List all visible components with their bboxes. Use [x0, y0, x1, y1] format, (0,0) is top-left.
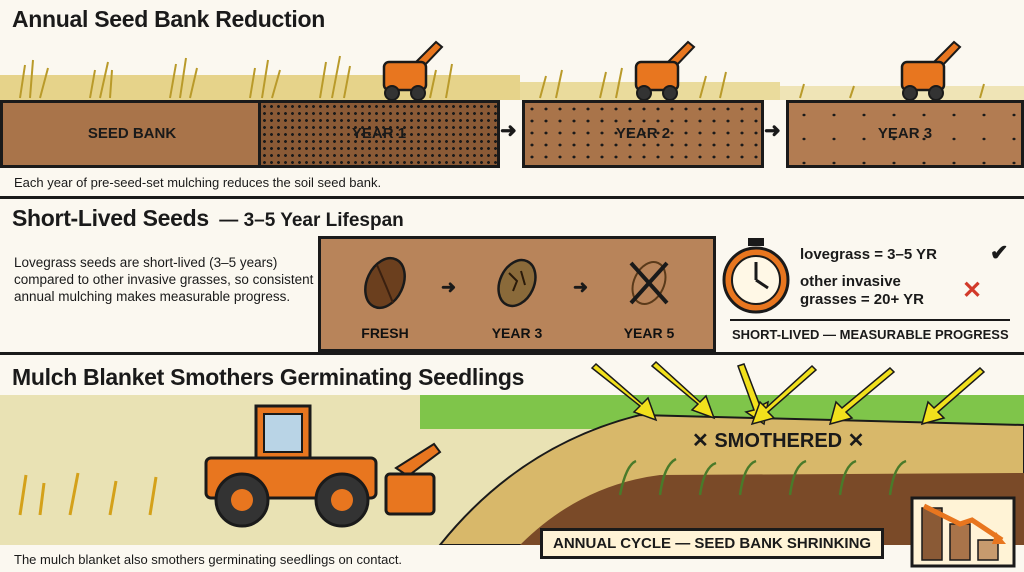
year2-label: YEAR 2 — [615, 125, 671, 142]
year1-soil-block: YEAR 1 — [258, 100, 500, 168]
section3-caption: The mulch blanket also smothers germinat… — [14, 552, 403, 567]
seed-stage-fresh: FRESH — [325, 239, 445, 349]
section1-caption: Each year of pre-seed-set mulching reduc… — [14, 175, 382, 190]
lovegrass-lifespan: lovegrass = 3–5 YR — [800, 246, 937, 263]
year1-label: YEAR 1 — [351, 125, 407, 142]
right-arrow-icon: ➜ — [764, 120, 781, 142]
year5-seed-label: YEAR 5 — [623, 325, 675, 341]
other-grasses-line1: other invasive — [800, 273, 901, 290]
mulcher-icon — [900, 40, 962, 101]
mulcher-icon — [382, 40, 444, 101]
smothered-label: ✕ SMOTHERED ✕ — [692, 430, 865, 452]
right-arrow-icon: ➜ — [500, 120, 517, 142]
red-cross-icon: ✕ — [962, 277, 983, 304]
right-arrow-icon: ➜ — [441, 277, 457, 297]
section3-title: Mulch Blanket Smothers Germinating Seedl… — [12, 364, 525, 390]
seed-bank-label: SEED BANK — [87, 125, 177, 142]
seed-stage-year5: YEAR 5 — [589, 239, 709, 349]
other-grasses-line2: grasses = 20+ YR — [800, 291, 924, 308]
mulcher-icon — [634, 40, 696, 101]
fresh-label: FRESH — [361, 325, 409, 341]
seed-stages-strip: FRESH ➜ YEAR 3 ➜ YEAR 5 — [318, 236, 716, 352]
section-divider — [0, 196, 1024, 199]
dead-seed-icon — [629, 261, 669, 305]
right-arrow-icon: ➜ — [573, 277, 589, 297]
stopwatch-icon — [722, 238, 790, 314]
annual-cycle-badge: ANNUAL CYCLE — SEED BANK SHRINKING — [540, 528, 885, 559]
year3-label: YEAR 3 — [877, 125, 933, 142]
section2-title-row: Short-Lived Seeds — 3–5 Year Lifespan — [12, 205, 404, 232]
shrinking-chart-icon — [910, 496, 1016, 568]
year3-seed-label: YEAR 3 — [491, 325, 543, 341]
seed-stage-year3: YEAR 3 — [457, 239, 577, 349]
grass-strip-illustration — [0, 55, 1024, 100]
section2-description: Lovegrass seeds are short-lived (3–5 yea… — [14, 255, 314, 304]
year2-soil-block: YEAR 2 — [522, 100, 764, 168]
year3-soil-block: YEAR 3 — [786, 100, 1024, 168]
pressure-arrows-illustration — [590, 360, 986, 426]
section1-title: Annual Seed Bank Reduction — [12, 6, 325, 32]
tractor-icon — [204, 404, 442, 528]
check-icon: ✔ — [990, 240, 1009, 265]
section2-title-suffix: — 3–5 Year Lifespan — [219, 210, 404, 231]
fresh-seed-icon — [364, 256, 406, 310]
comparison-footer: SHORT-LIVED — MEASURABLE PROGRESS — [732, 327, 1009, 342]
section2-title: Short-Lived Seeds — [12, 205, 209, 231]
comparison-footer-rule — [730, 319, 1010, 321]
field-scene-illustration — [0, 395, 1024, 545]
seed-bank-soil-block: SEED BANK — [0, 100, 264, 168]
decaying-seed-icon — [497, 258, 537, 308]
section-divider — [0, 352, 1024, 355]
